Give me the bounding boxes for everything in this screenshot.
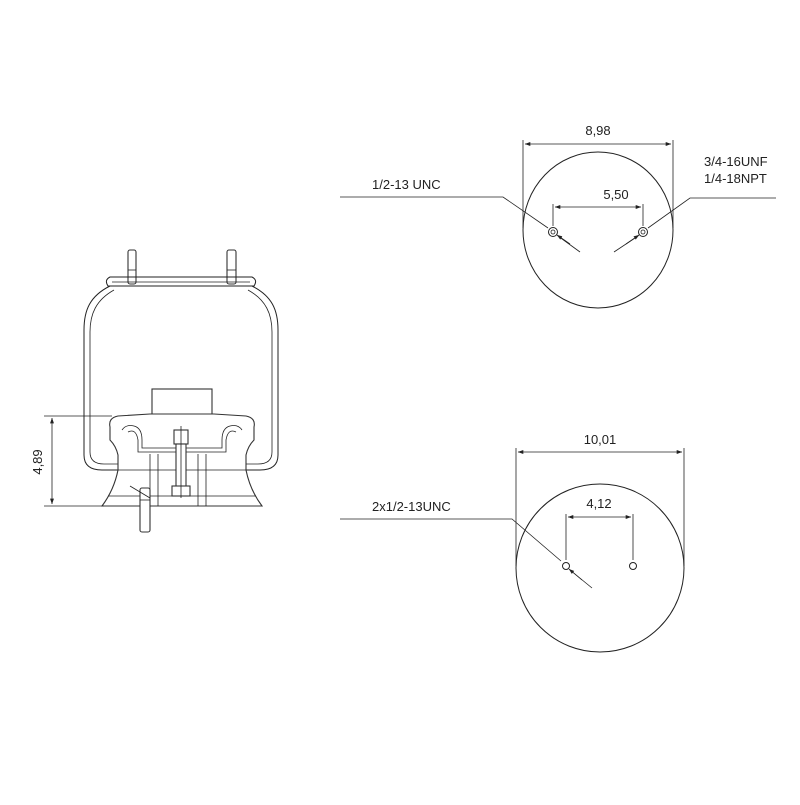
top-plate-outline bbox=[522, 151, 674, 309]
bottom-stud bbox=[129, 485, 151, 533]
top-stud-left bbox=[127, 249, 137, 285]
height-dim-label: 4,89 bbox=[30, 449, 45, 474]
bottom-hole-right bbox=[629, 562, 637, 570]
height-dimension: 4,89 bbox=[30, 415, 112, 507]
bottom-hole-spacing-label: 4,12 bbox=[586, 496, 611, 511]
center-bolt bbox=[171, 426, 191, 498]
bottom-hole-left bbox=[562, 562, 570, 570]
top-diameter-label: 8,98 bbox=[585, 123, 610, 138]
top-hole-spacing-label: 5,50 bbox=[603, 187, 628, 202]
top-right-callout-line2: 1/4-18NPT bbox=[704, 171, 767, 186]
rubber-bellow bbox=[83, 285, 279, 471]
bottom-plate-view: 10,01 4,12 2x1/2-13UNC bbox=[340, 432, 685, 653]
top-hole-right bbox=[638, 227, 648, 237]
top-diameter-dimension: 8,98 bbox=[522, 123, 674, 228]
top-plate-view: 8,98 5,50 1/2-13 UNC bbox=[340, 123, 776, 309]
bead-plate bbox=[105, 276, 257, 287]
bottom-diameter-dimension: 10,01 bbox=[515, 432, 685, 566]
bottom-callout-text: 2x1/2-13UNC bbox=[372, 499, 451, 514]
top-left-callout-text: 1/2-13 UNC bbox=[372, 177, 441, 192]
bottom-plate-outline bbox=[515, 483, 685, 653]
side-view: 4,89 bbox=[30, 249, 279, 533]
top-stud-right bbox=[226, 249, 237, 285]
top-right-callout-line1: 3/4-16UNF bbox=[704, 154, 768, 169]
bottom-hole-spacing-dimension: 4,12 bbox=[565, 496, 634, 560]
bottom-diameter-label: 10,01 bbox=[584, 432, 617, 447]
top-left-callout: 1/2-13 UNC bbox=[340, 177, 581, 253]
bottom-callout: 2x1/2-13UNC bbox=[340, 499, 593, 589]
top-right-callout: 3/4-16UNF 1/4-18NPT bbox=[613, 154, 776, 253]
top-hole-spacing-dimension: 5,50 bbox=[552, 187, 644, 226]
top-hole-left bbox=[548, 227, 558, 237]
